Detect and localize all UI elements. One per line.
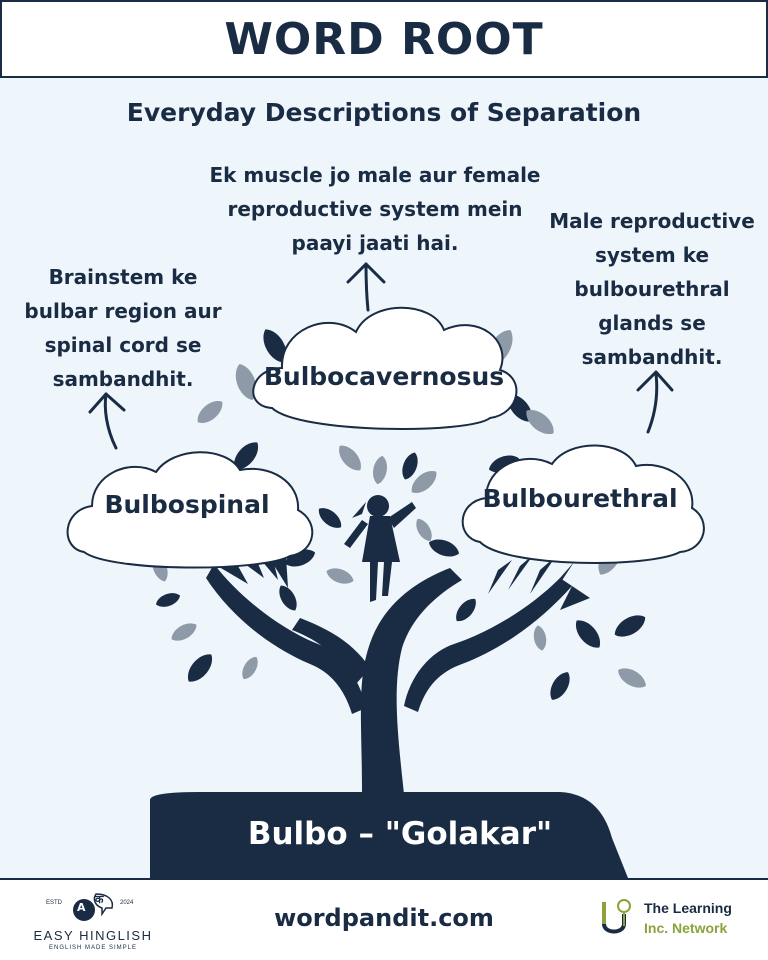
arrow-icon xyxy=(346,262,386,312)
cloud-shape xyxy=(66,451,314,569)
logo-line1: The Learning xyxy=(644,900,732,916)
description-center: Ek muscle jo male aur female reproductiv… xyxy=(209,163,541,255)
tree-illustration xyxy=(66,262,705,878)
logo-glyph-k: क xyxy=(95,893,104,906)
learning-network-logo: The Learning Inc. Network xyxy=(598,896,758,946)
root-word: Bulbo – "Golakar" xyxy=(247,816,553,852)
cloud-shape xyxy=(461,444,705,564)
infographic-panel: Everyday Descriptions of Separation Ek m… xyxy=(0,78,768,878)
word-bulbospinal: Bulbospinal xyxy=(104,490,270,519)
word-bulbourethral: Bulbourethral xyxy=(482,484,678,513)
logo-tagline: ENGLISH MADE SIMPLE xyxy=(48,945,138,951)
description-right: Male reproductive system ke bulbourethra… xyxy=(549,209,755,369)
site-link[interactable]: wordpandit.com xyxy=(274,904,494,932)
right-hand-shape xyxy=(404,554,590,712)
word-bulbocavernosus: Bulbocavernosus xyxy=(263,362,505,391)
logo-year: 2024 xyxy=(120,900,134,906)
arrow-icon xyxy=(88,392,126,450)
logo-line2: Inc. Network xyxy=(644,920,728,936)
left-hand-shape xyxy=(206,544,366,714)
child-silhouette xyxy=(344,495,416,602)
header-banner: WORD ROOT xyxy=(0,0,768,78)
cloud-shape xyxy=(252,306,518,430)
arrow-icon xyxy=(636,370,674,434)
logo-name: EASY HINGLISH xyxy=(33,928,153,943)
speech-bubble-icon xyxy=(73,893,114,921)
easy-hinglish-logo: A क ESTD 2024 EASY HINGLISH ENGLISH MADE… xyxy=(28,888,158,956)
ground-shape xyxy=(150,792,628,878)
description-left: Brainstem ke bulbar region aur spinal co… xyxy=(24,265,222,391)
tree-trunk xyxy=(360,568,462,794)
footer: A क ESTD 2024 EASY HINGLISH ENGLISH MADE… xyxy=(0,878,768,960)
logo-glyph-a: A xyxy=(77,901,86,914)
page-title: WORD ROOT xyxy=(224,13,544,65)
logo-estd: ESTD xyxy=(46,900,63,906)
tree-logo-icon xyxy=(602,899,631,934)
subtitle: Everyday Descriptions of Separation xyxy=(126,98,642,127)
